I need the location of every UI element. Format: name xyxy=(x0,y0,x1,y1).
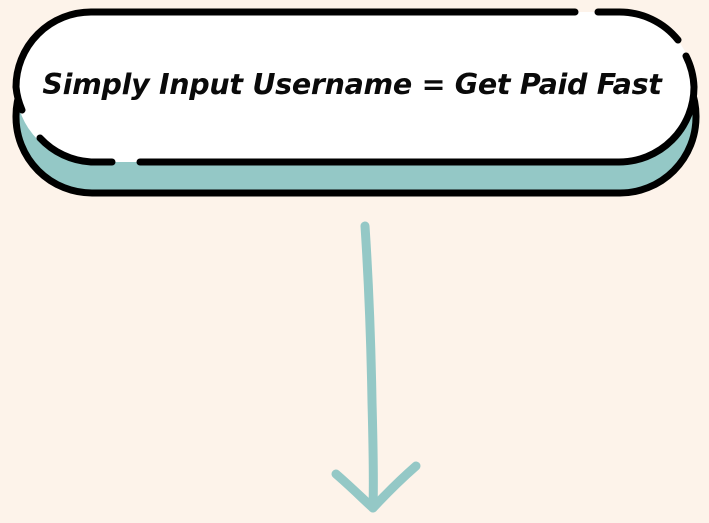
headline-banner: Simply Input Username = Get Paid Fast xyxy=(0,0,709,210)
banner-outline xyxy=(12,8,698,166)
banner-label: Simply Input Username = Get Paid Fast xyxy=(42,67,662,101)
arrow-down-icon xyxy=(320,212,430,517)
banner-shape xyxy=(12,8,700,197)
banner-fill xyxy=(16,12,694,162)
